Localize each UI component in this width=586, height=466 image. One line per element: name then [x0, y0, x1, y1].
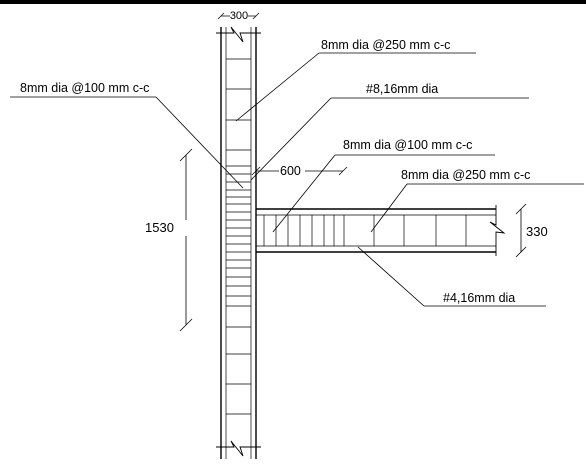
wall-break-top [216, 26, 261, 43]
leader-beam-stirrup-close [272, 154, 495, 233]
leader-wall-horizontal-spacing [10, 96, 244, 189]
label-wall-main-bars: #8,16mm dia [366, 82, 438, 96]
wall [220, 27, 257, 459]
label-beam-main-bars: #4,16mm dia [443, 291, 515, 305]
label-wall-horizontal-spacing: 8mm dia @100 mm c-c [20, 81, 149, 95]
leader-wall-vertical-spacing [235, 52, 476, 122]
dimension-wall-zone-height [140, 148, 193, 332]
beam [256, 208, 496, 253]
dimension-beam-zone [251, 164, 348, 178]
label-wall-vertical-spacing: 8mm dia @250 mm c-c [321, 38, 450, 52]
wall-ties [226, 58, 251, 415]
leader-beam-main-bars [357, 246, 546, 307]
dimension-wall-width [217, 9, 260, 21]
label-wall-width: 300 [230, 10, 248, 22]
label-wall-zone-height: 1530 [145, 220, 174, 235]
label-beam-zone-length: 600 [280, 164, 301, 178]
top-border [0, 0, 586, 4]
label-beam-stirrup-far: 8mm dia @250 mm c-c [401, 168, 530, 182]
beam-break [489, 205, 506, 256]
beam-stirrups [263, 215, 467, 246]
leader-wall-main-bars [250, 97, 529, 181]
wall-break-bottom [216, 440, 261, 457]
leader-beam-stirrup-far [370, 183, 584, 233]
label-beam-depth: 330 [526, 224, 548, 239]
dimension-beam-depth [515, 203, 527, 258]
label-beam-stirrup-close: 8mm dia @100 mm c-c [343, 138, 472, 152]
